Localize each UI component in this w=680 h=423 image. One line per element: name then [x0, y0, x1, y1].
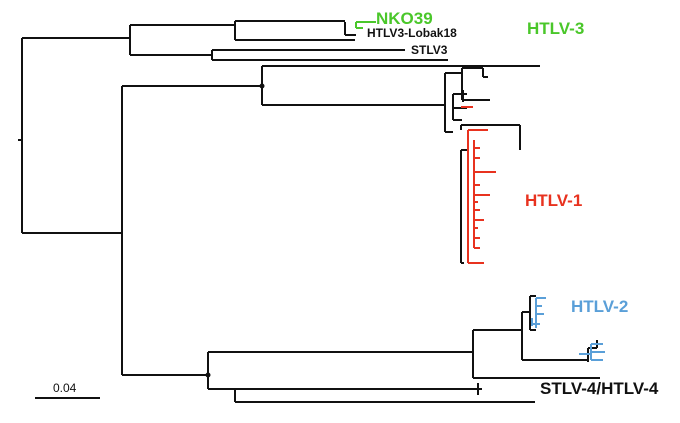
label-nko39: NKO39 — [376, 9, 433, 28]
clade-label-htlv1: HTLV-1 — [525, 191, 583, 210]
tree-node-dot — [259, 83, 265, 89]
htlv3-green-branches — [355, 21, 376, 29]
htlv1-red-branches — [461, 106, 496, 264]
clade-label-htlv2: HTLV-2 — [571, 297, 629, 316]
tree-node-dot — [205, 372, 211, 378]
label-htlv3-lobak18: HTLV3-Lobak18 — [367, 26, 457, 40]
tree-branches-black — [18, 20, 600, 403]
htlv2-blue-branches — [531, 297, 605, 361]
scale-bar-label: 0.04 — [53, 381, 77, 395]
label-stlv3: STLV3 — [411, 43, 448, 57]
clade-label-stlv4-htlv4: STLV-4/HTLV-4 — [540, 379, 659, 398]
clade-label-htlv3: HTLV-3 — [527, 19, 585, 38]
tree-nodes — [205, 83, 265, 378]
